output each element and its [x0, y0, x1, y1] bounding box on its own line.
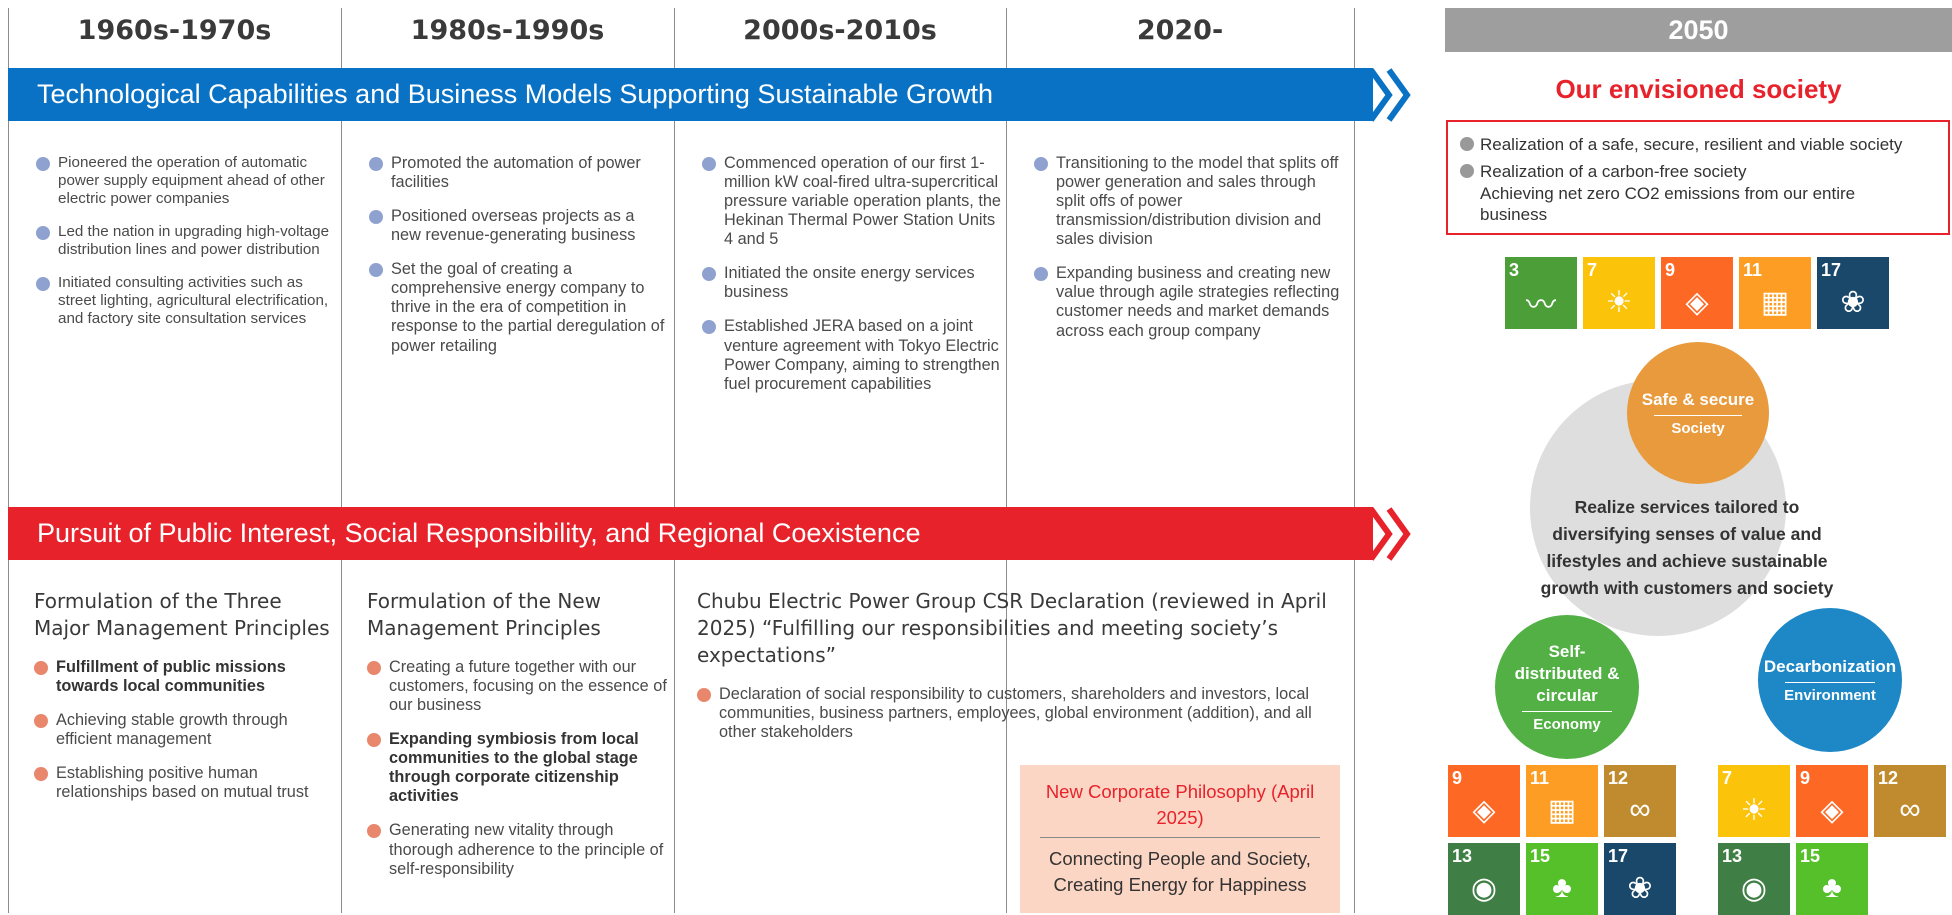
list-item: Set the goal of creating a comprehensive…	[369, 260, 665, 355]
timeline-divider	[1354, 8, 1355, 913]
list-item: Established JERA based on a joint ventur…	[702, 317, 1002, 393]
list-item: Expanding symbiosis from local communiti…	[367, 730, 669, 806]
tech-column-1960s: Pioneered the operation of automatic pow…	[36, 154, 336, 343]
principles-heading: Formulation of the Three Major Managemen…	[34, 589, 330, 640]
principles-column-1960s: Formulation of the Three Major Managemen…	[34, 588, 334, 817]
society-item: Realization of a carbon-free society	[1480, 162, 1747, 182]
central-text: Realize services tailored to diversifyin…	[1540, 497, 1834, 599]
sdg-17-icon: 17❀	[1604, 843, 1676, 915]
list-item: Positioned overseas projects as a new re…	[369, 207, 665, 245]
philosophy-body: Connecting People and Society, Creating …	[1049, 848, 1311, 895]
sdg-13-icon: 13◉	[1718, 843, 1790, 915]
sdg-7-icon: 7☀	[1583, 257, 1655, 329]
list-item: Expanding business and creating new valu…	[1034, 264, 1344, 340]
philosophy-divider	[1040, 837, 1320, 839]
list-item: Commenced operation of our first 1-milli…	[702, 154, 1002, 249]
sdg-15-icon: 15♣	[1526, 843, 1598, 915]
sdg-11-icon: 11▦	[1526, 765, 1598, 837]
society-item: Achieving net zero CO2 emissions from ou…	[1480, 183, 1856, 224]
sdg-9-icon: 9◈	[1661, 257, 1733, 329]
tech-banner-label: Technological Capabilities and Business …	[37, 79, 994, 109]
sdg-9-icon: 9◈	[1448, 765, 1520, 837]
bullet-icon	[1460, 164, 1474, 179]
tech-column-1980s: Promoted the automation of power facilit…	[369, 154, 665, 371]
csr-declaration-column: Chubu Electric Power Group CSR Declarati…	[697, 588, 1342, 757]
era-header-1960s: 1960s-1970s	[77, 14, 272, 46]
corporate-philosophy-box: New Corporate Philosophy (April 2025) Co…	[1020, 765, 1340, 913]
list-item: Fulfillment of public missions towards l…	[34, 658, 334, 696]
sdg-17-icon: 17❀	[1817, 257, 1889, 329]
bullet-icon	[1460, 137, 1474, 151]
sdg-11-icon: 11▦	[1739, 257, 1811, 329]
list-item: Achieving stable growth through efficien…	[34, 711, 334, 749]
tech-column-2020: Transitioning to the model that splits o…	[1034, 154, 1344, 356]
timeline-divider	[674, 8, 675, 913]
timeline-divider	[1006, 8, 1007, 913]
sdg-3-icon: 3〰	[1505, 257, 1577, 329]
list-item: Establishing positive human relationship…	[34, 764, 334, 802]
tech-banner: Technological Capabilities and Business …	[8, 68, 1373, 121]
sdg-12-icon: 12∞	[1874, 765, 1946, 837]
chevron-right-icon	[1368, 507, 1411, 561]
era-header-2000s: 2000s-2010s	[743, 14, 937, 46]
timeline-divider	[341, 8, 342, 913]
society-title: Our envisioned society	[1555, 74, 1842, 104]
principles-column-1980s: Formulation of the New Management Princi…	[367, 588, 669, 894]
principles-heading: Formulation of the New Management Princi…	[367, 589, 601, 640]
public-interest-banner-label: Pursuit of Public Interest, Social Respo…	[37, 518, 921, 548]
list-item: Transitioning to the model that splits o…	[1034, 154, 1344, 249]
public-interest-banner: Pursuit of Public Interest, Social Respo…	[8, 507, 1373, 560]
philosophy-title: New Corporate Philosophy (April 2025)	[1045, 781, 1315, 828]
future-era-header: 2050	[1445, 8, 1952, 52]
list-item: Declaration of social responsibility to …	[697, 685, 1342, 742]
tech-column-2000s: Commenced operation of our first 1-milli…	[702, 154, 1002, 409]
list-item: Initiated consulting activities such as …	[36, 274, 336, 328]
era-header-2020: 2020-	[1136, 14, 1224, 46]
list-item: Promoted the automation of power facilit…	[369, 154, 665, 192]
list-item: Creating a future together with our cust…	[367, 658, 669, 715]
sdg-7-icon: 7☀	[1718, 765, 1790, 837]
chevron-right-icon	[1368, 68, 1411, 122]
list-item: Generating new vitality through thorough…	[367, 821, 669, 878]
csr-heading: Chubu Electric Power Group CSR Declarati…	[697, 589, 1327, 667]
sdg-9-icon: 9◈	[1796, 765, 1868, 837]
society-box: Realization of a safe, secure, resilient…	[1446, 120, 1950, 235]
timeline-divider	[8, 8, 9, 913]
era-header-1980s: 1980s-1990s	[410, 14, 605, 46]
list-item: Led the nation in upgrading high-voltage…	[36, 223, 336, 259]
sdg-15-icon: 15♣	[1796, 843, 1868, 915]
future-era-label: 2050	[1668, 14, 1729, 45]
list-item: Initiated the onsite energy services bus…	[702, 264, 1002, 302]
list-item: Pioneered the operation of automatic pow…	[36, 154, 336, 208]
sdg-12-icon: 12∞	[1604, 765, 1676, 837]
society-item: Realization of a safe, secure, resilient…	[1480, 135, 1903, 154]
sdg-13-icon: 13◉	[1448, 843, 1520, 915]
